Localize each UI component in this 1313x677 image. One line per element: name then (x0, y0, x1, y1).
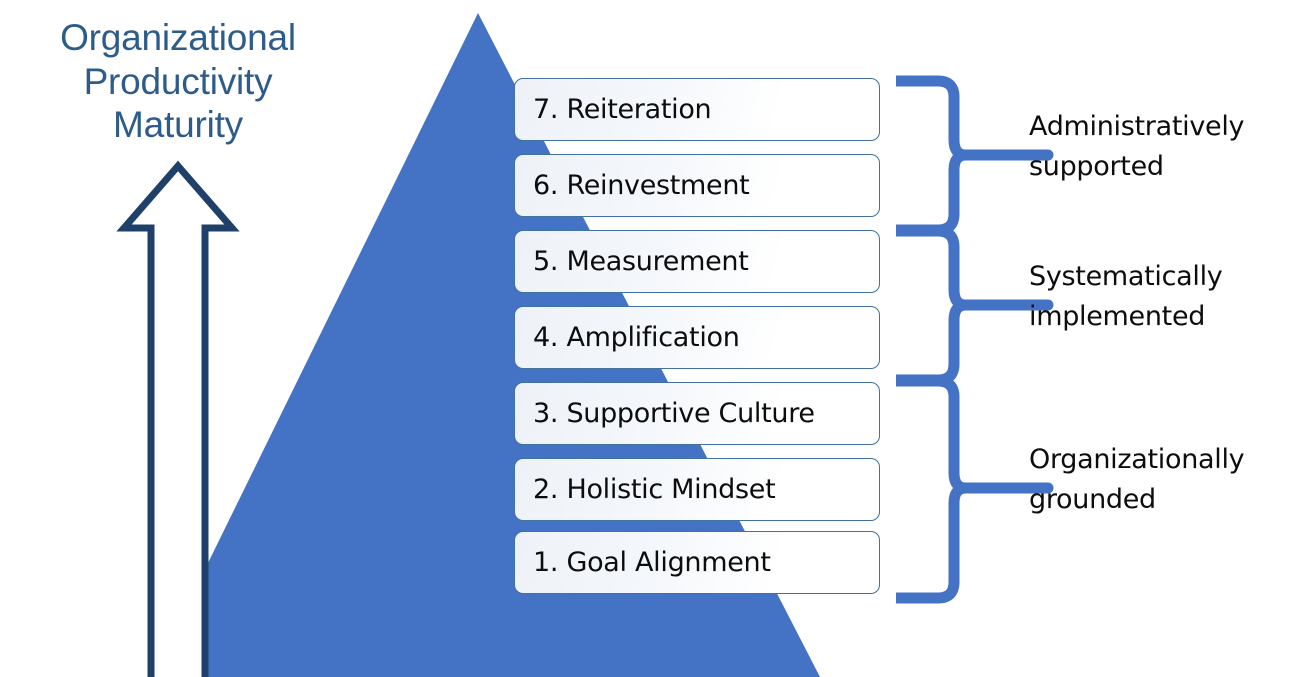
stage-box-2[interactable]: 2. Holistic Mindset (514, 458, 880, 521)
maturity-growth-arrow (116, 160, 240, 677)
stage-box-7[interactable]: 7. Reiteration (514, 78, 880, 141)
stage-label-2: 2. Holistic Mindset (533, 474, 776, 505)
stage-label-6: 6. Reinvestment (533, 170, 750, 201)
group-label-systematically-implemented: Systematically implemented (1029, 261, 1223, 332)
stage-label-1: 1. Goal Alignment (533, 547, 771, 578)
page-title: Organizational Productivity Maturity (60, 17, 296, 146)
group-label-administratively-supported: Administratively supported (1029, 111, 1245, 182)
stage-box-1[interactable]: 1. Goal Alignment (514, 531, 880, 594)
stage-box-3[interactable]: 3. Supportive Culture (514, 382, 880, 445)
brace-organizationally-grounded (896, 375, 1054, 604)
brace-systematically-implemented (896, 225, 1054, 386)
brace-administratively-supported (896, 75, 1054, 236)
stage-box-5[interactable]: 5. Measurement (514, 230, 880, 293)
stage-label-4: 4. Amplification (533, 322, 740, 353)
stage-label-5: 5. Measurement (533, 246, 749, 277)
stage-label-3: 3. Supportive Culture (533, 398, 815, 429)
stage-label-7: 7. Reiteration (533, 94, 712, 125)
group-label-organizationally-grounded: Organizationally grounded (1029, 444, 1245, 515)
stage-box-4[interactable]: 4. Amplification (514, 306, 880, 369)
stage-box-6[interactable]: 6. Reinvestment (514, 154, 880, 217)
